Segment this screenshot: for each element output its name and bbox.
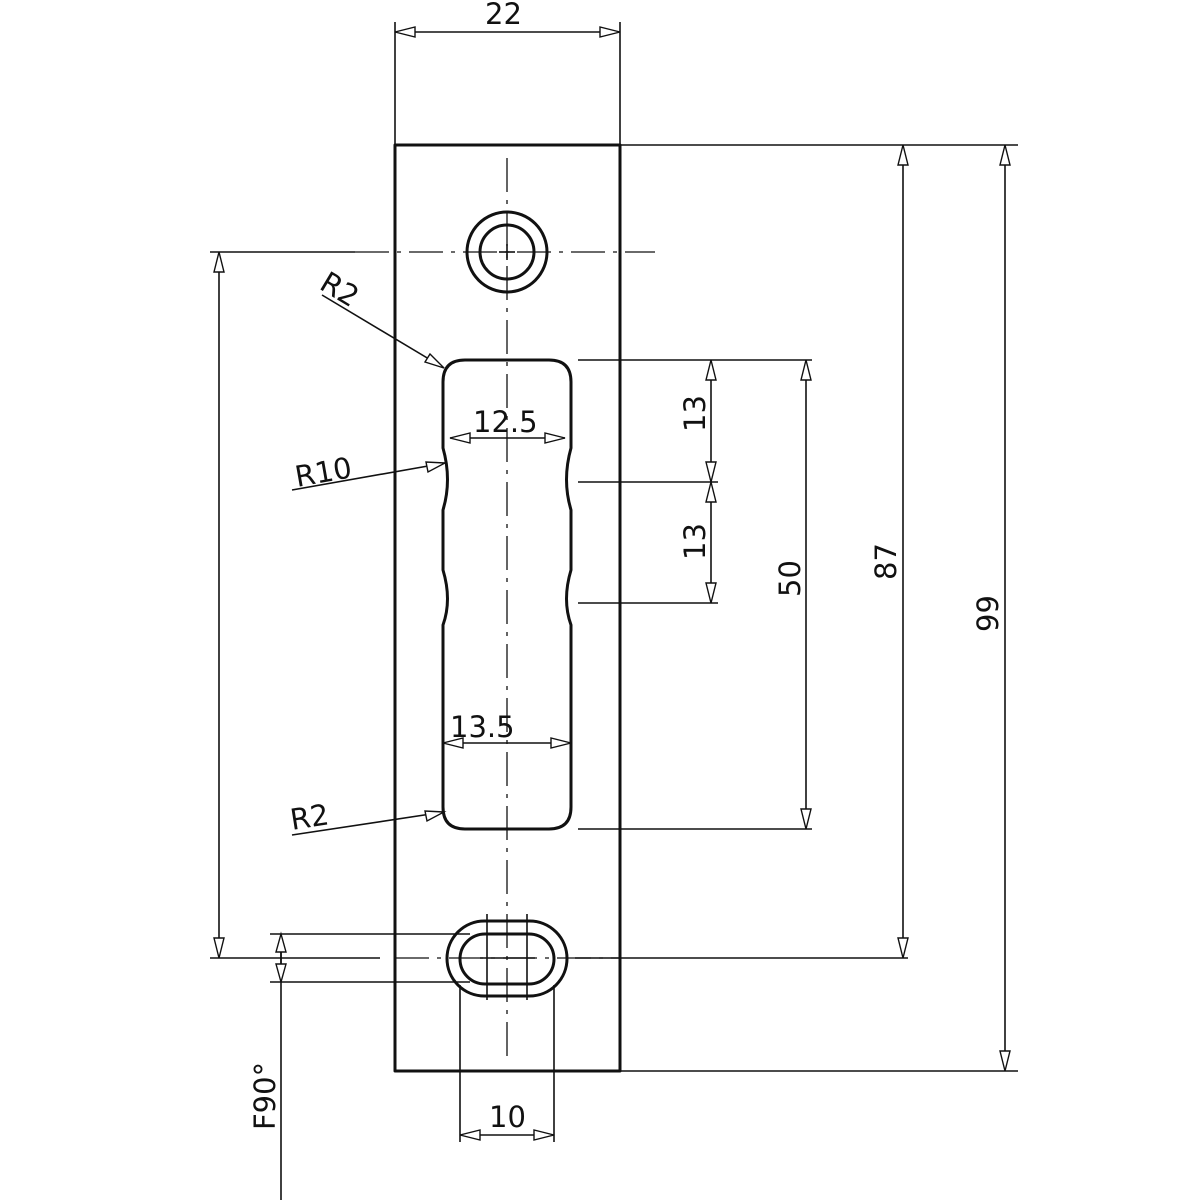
plate-height-label: 99: [971, 595, 1005, 632]
arrow: [394, 26, 416, 38]
arrow: [544, 432, 566, 444]
arrow: [800, 808, 812, 830]
arrow: [275, 931, 287, 953]
top-corner-radius-label: R2: [314, 265, 365, 314]
leader-waist: [291, 462, 446, 491]
arrow: [599, 26, 621, 38]
arrow: [459, 1129, 481, 1141]
central-slot: [441, 358, 573, 831]
slot-length-label: 50: [773, 560, 807, 597]
arrow: [897, 937, 909, 959]
slot-width-top-label: 12.5: [473, 405, 538, 439]
arrow: [999, 144, 1011, 166]
step-lower-label: 13: [678, 523, 712, 560]
radius-leaders: R2 R10 R2: [288, 265, 448, 837]
plate-width-label: 22: [485, 0, 522, 31]
angle-note-label: F90°: [248, 1062, 282, 1130]
arrow: [705, 582, 717, 604]
arrow: [213, 251, 225, 273]
hole-spacing-label: 87: [869, 543, 903, 580]
extension-lines: [210, 22, 1018, 1200]
plate-outline: [393, 143, 622, 1073]
slot-width-bottom-label: 13.5: [450, 710, 515, 744]
arrow: [442, 737, 464, 749]
arrow: [897, 144, 909, 166]
leader-bottom-corner: [291, 811, 445, 836]
dimension-lines: 22 87 99 50 13 13 12.5 13: [213, 0, 1011, 1141]
leader-top-corner: [321, 294, 445, 369]
arrow: [550, 737, 572, 749]
arrow: [800, 359, 812, 381]
step-upper-label: 13: [678, 395, 712, 432]
arrow: [705, 481, 717, 503]
arrow: [449, 432, 471, 444]
arrow: [213, 937, 225, 959]
oval-width-label: 10: [489, 1100, 526, 1134]
arrow: [275, 963, 287, 985]
bottom-corner-radius-label: R2: [288, 797, 331, 837]
waist-radius-label: R10: [292, 451, 354, 494]
arrow: [533, 1129, 555, 1141]
arrow: [424, 810, 447, 823]
arrow: [425, 461, 448, 474]
arrow: [705, 461, 717, 483]
arrow: [705, 359, 717, 381]
arrow: [423, 352, 445, 369]
arrow: [999, 1050, 1011, 1072]
